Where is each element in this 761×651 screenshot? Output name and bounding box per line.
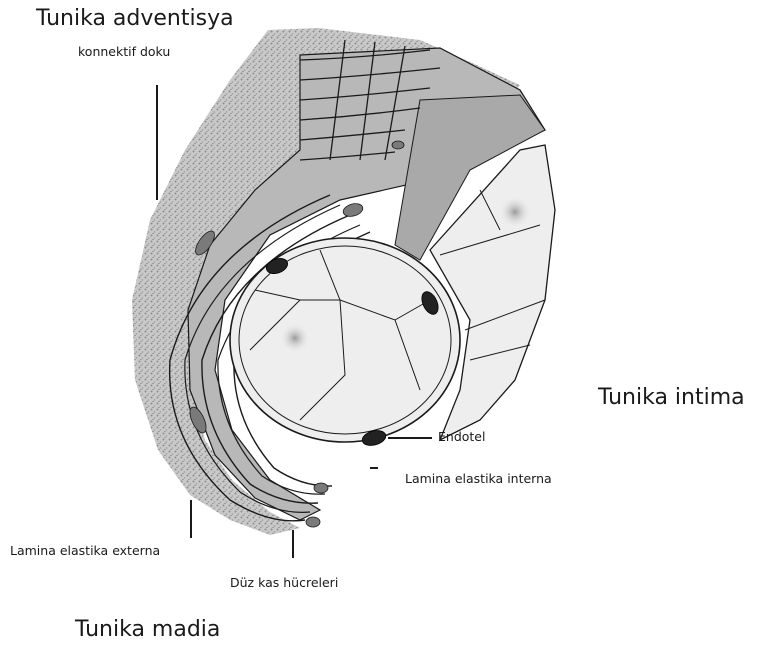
lumen-endothelium xyxy=(230,238,460,442)
label-lamina-elastika-interna: Lamina elastika interna xyxy=(405,471,552,486)
label-tunika-intima: Tunika intima xyxy=(598,385,745,410)
label-lamina-elastika-externa: Lamina elastika externa xyxy=(10,543,160,558)
label-tunika-adventisya: Tunika adventisya xyxy=(36,6,234,31)
label-duz-kas-hucreleri: Düz kas hücreleri xyxy=(230,575,338,590)
label-konnektif-doku: konnektif doku xyxy=(78,44,170,59)
label-tunika-madia: Tunika madia xyxy=(75,617,220,642)
label-endotel: Endotel xyxy=(438,429,485,444)
